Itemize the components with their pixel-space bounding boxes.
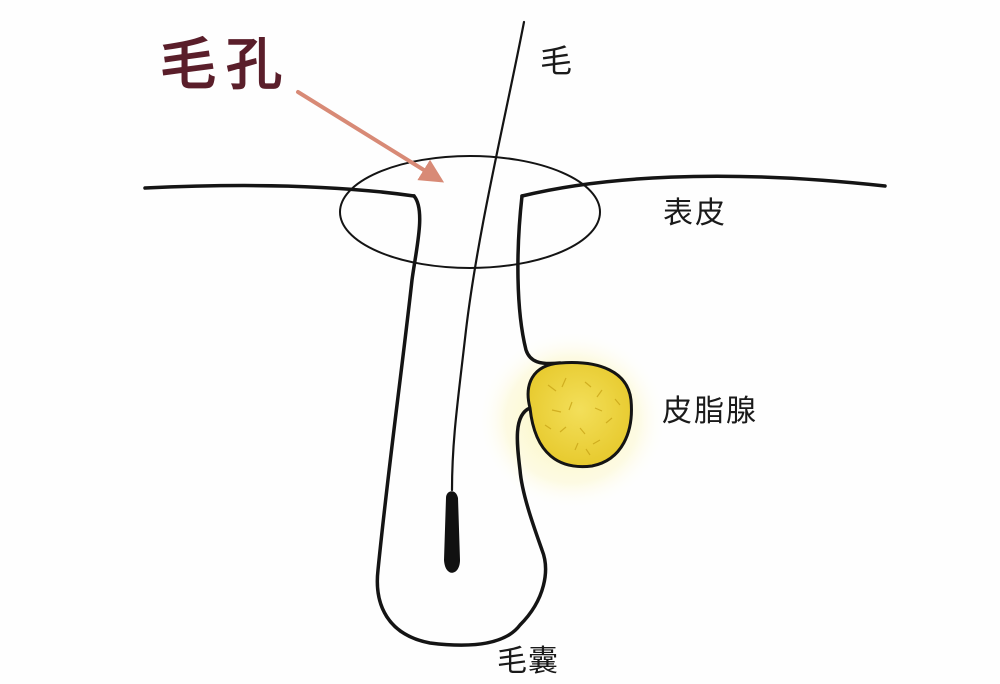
label-epidermis: 表皮 [663, 196, 727, 231]
label-pore: 毛孔 [160, 33, 292, 98]
label-sebaceous-gland: 皮脂腺 [662, 394, 758, 429]
hair-shaft [450, 20, 526, 492]
label-hair: 毛 [540, 42, 573, 80]
label-hair-follicle: 毛囊 [497, 644, 559, 679]
pore-arrow [296, 90, 445, 183]
hair-follicle-wall-right [516, 194, 562, 366]
hair-follicle-wall [375, 194, 548, 647]
skin-surface-right [520, 174, 887, 198]
hair-bulb [444, 491, 460, 573]
sebaceous-gland [526, 361, 633, 469]
sebaceous-gland-texture [544, 377, 621, 456]
skin-surface-left [143, 183, 416, 198]
pore-outline [339, 155, 601, 269]
